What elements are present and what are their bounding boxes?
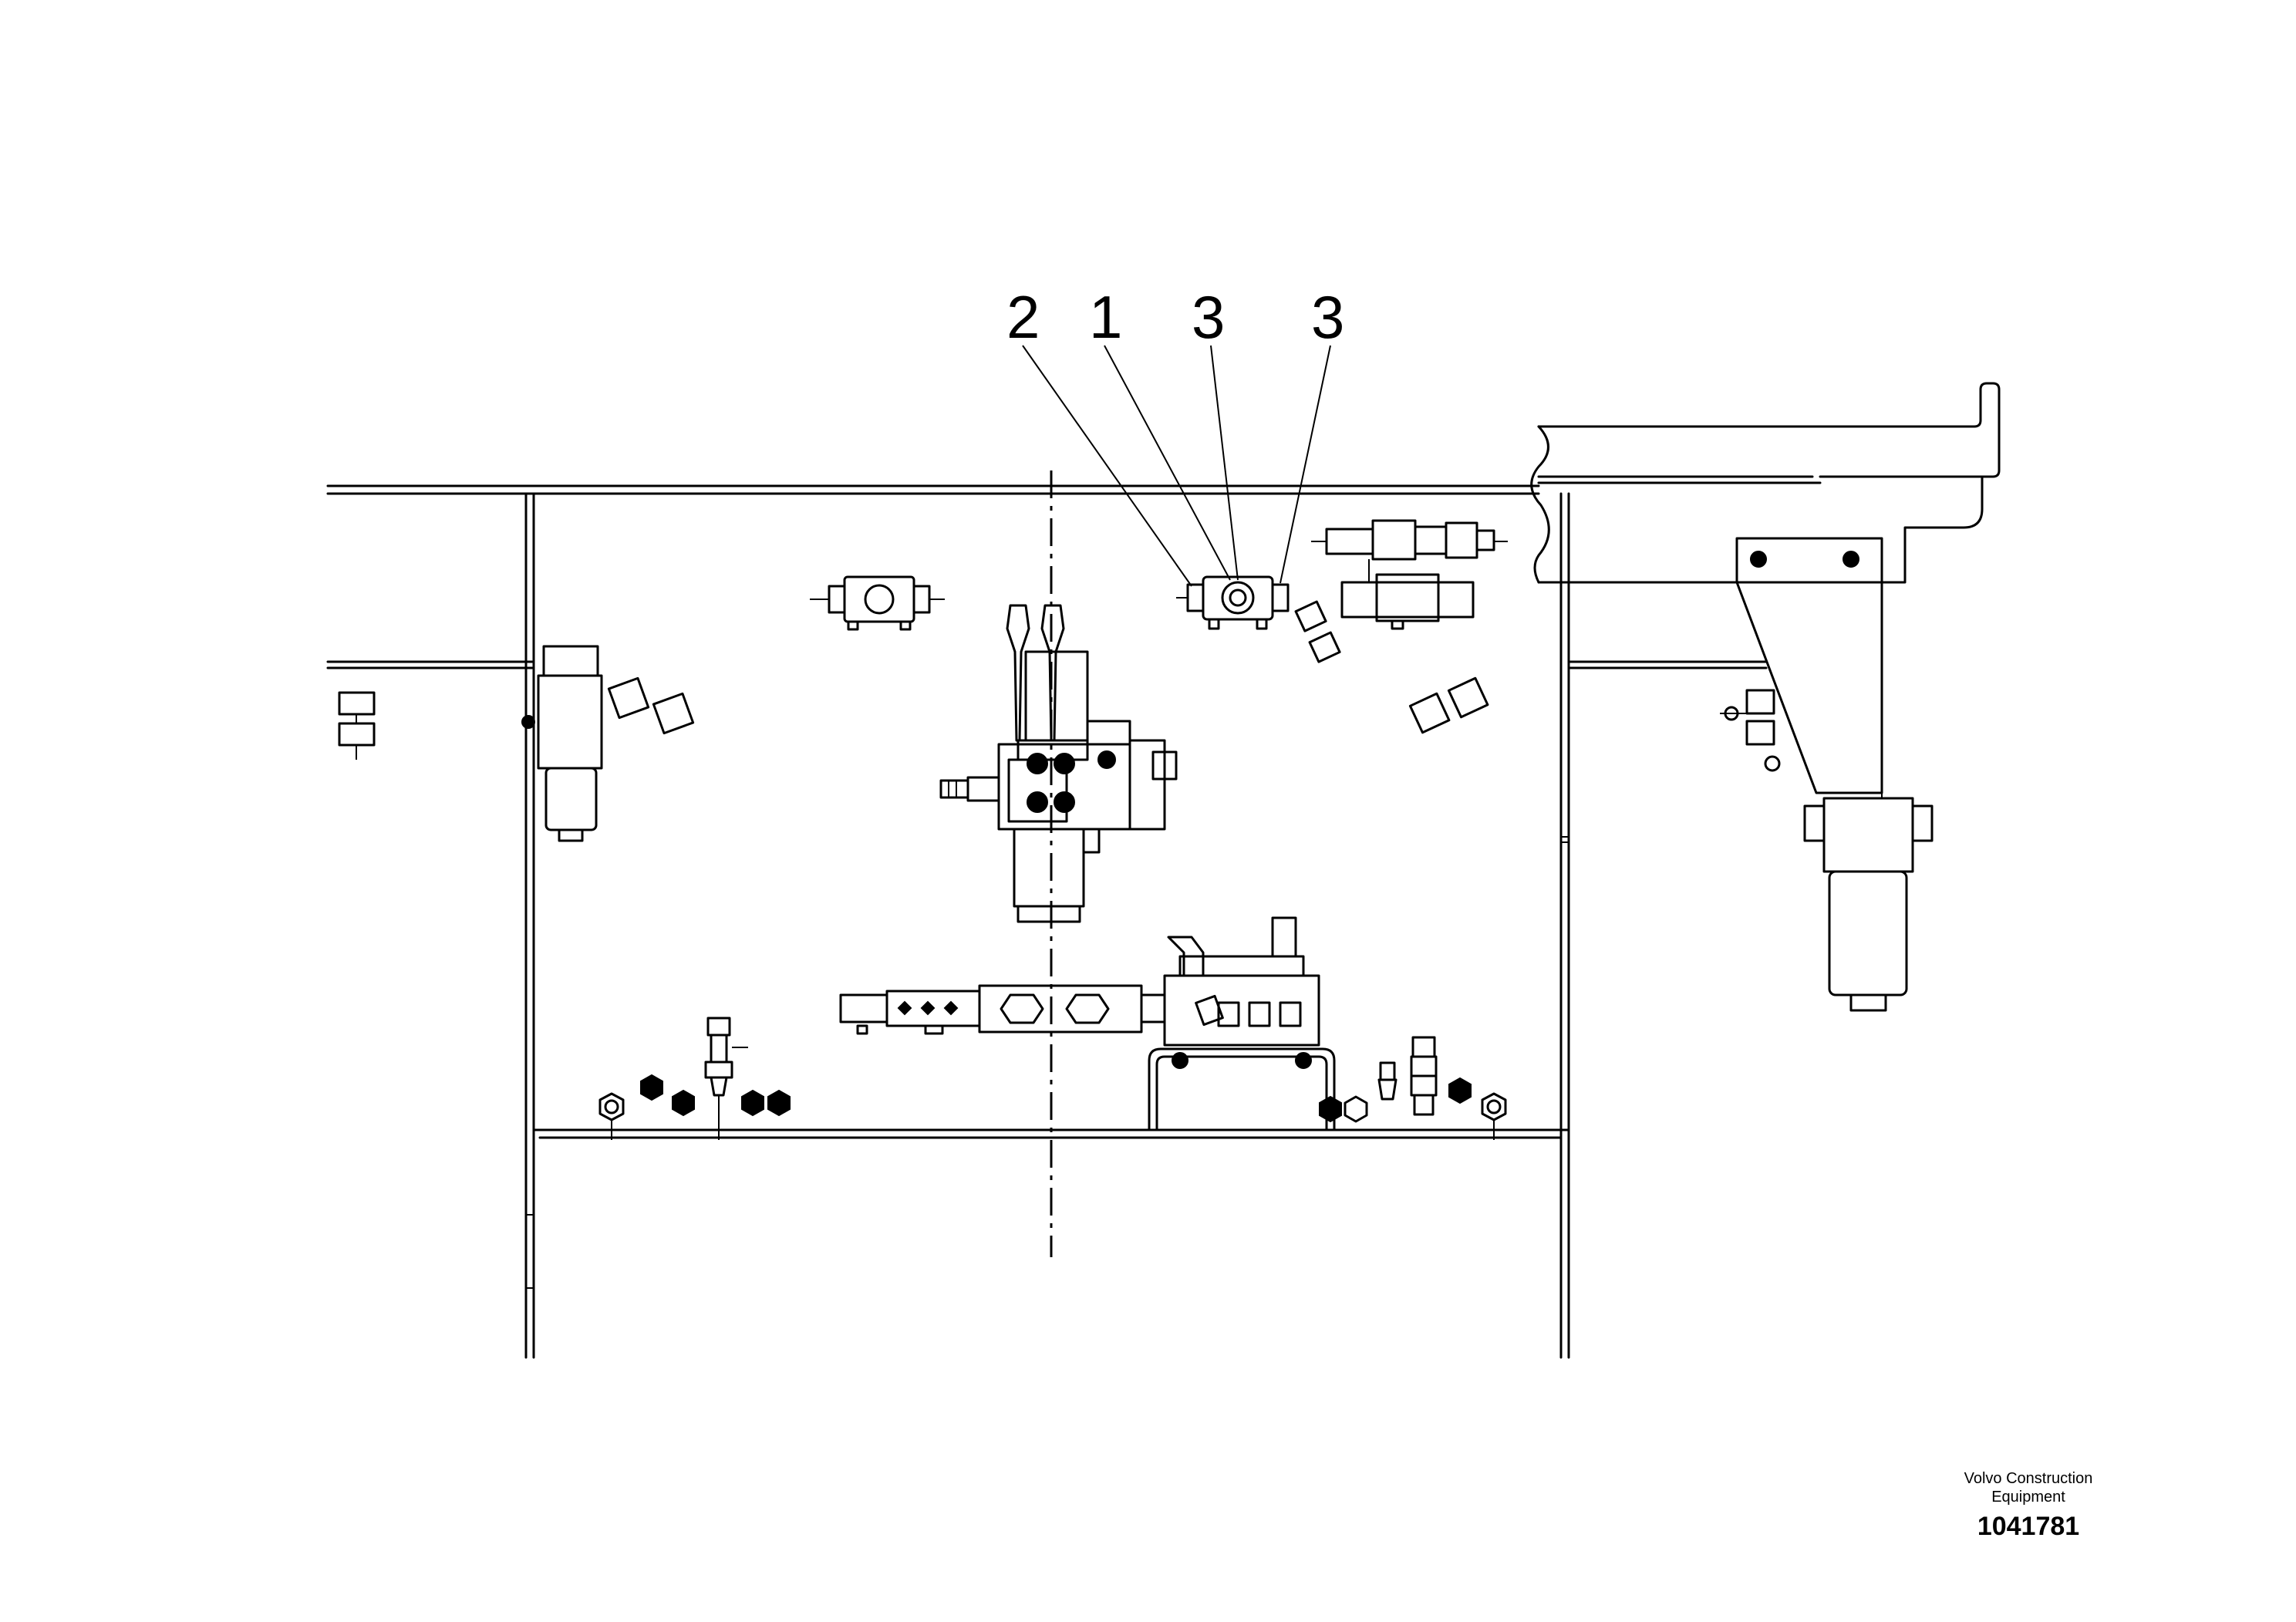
callout-valve (1176, 575, 1290, 630)
callouts: 2 1 3 3 (1006, 283, 1344, 351)
top-left-valve (810, 575, 945, 631)
bottom-fittings (598, 1017, 1507, 1140)
right-filter-assembly (1720, 689, 1934, 1012)
main-control-valve (939, 604, 1178, 923)
mid-right-fittings (1408, 676, 1489, 734)
drawing-number: 1041781 (1977, 1512, 2080, 1541)
frame (326, 484, 1768, 1359)
brand-label: Volvo Construction Equipment (1936, 1469, 2121, 1506)
callout-label: 1 (1089, 283, 1122, 351)
top-right-beam (1530, 382, 2001, 584)
brand-line-1: Volvo Construction (1964, 1470, 2093, 1487)
solenoid-valve (1294, 519, 1508, 663)
callout-label: 2 (1006, 283, 1040, 351)
callout-label: 3 (1311, 283, 1344, 351)
callout-label: 3 (1192, 283, 1225, 351)
right-bracket (1735, 537, 1883, 794)
left-filter-assembly (338, 645, 695, 842)
manifold (839, 916, 1336, 1131)
brand-line-2: Equipment (1991, 1489, 2065, 1506)
leader-lines (1022, 345, 1331, 587)
